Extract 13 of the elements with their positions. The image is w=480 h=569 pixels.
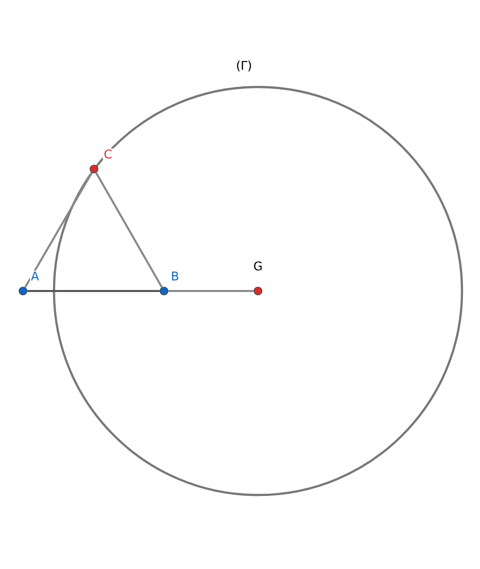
point [254,286,262,296]
segment [24,172,93,288]
circle-label: (Γ) [237,60,251,72]
point-label: G [252,260,264,272]
point-label: C [102,148,114,160]
point-label: A [30,270,40,282]
point [160,286,168,296]
segment [27,290,160,292]
segment [168,290,254,292]
point [18,286,28,296]
segment [95,172,163,288]
point-label: B [170,270,180,282]
point [90,164,98,174]
